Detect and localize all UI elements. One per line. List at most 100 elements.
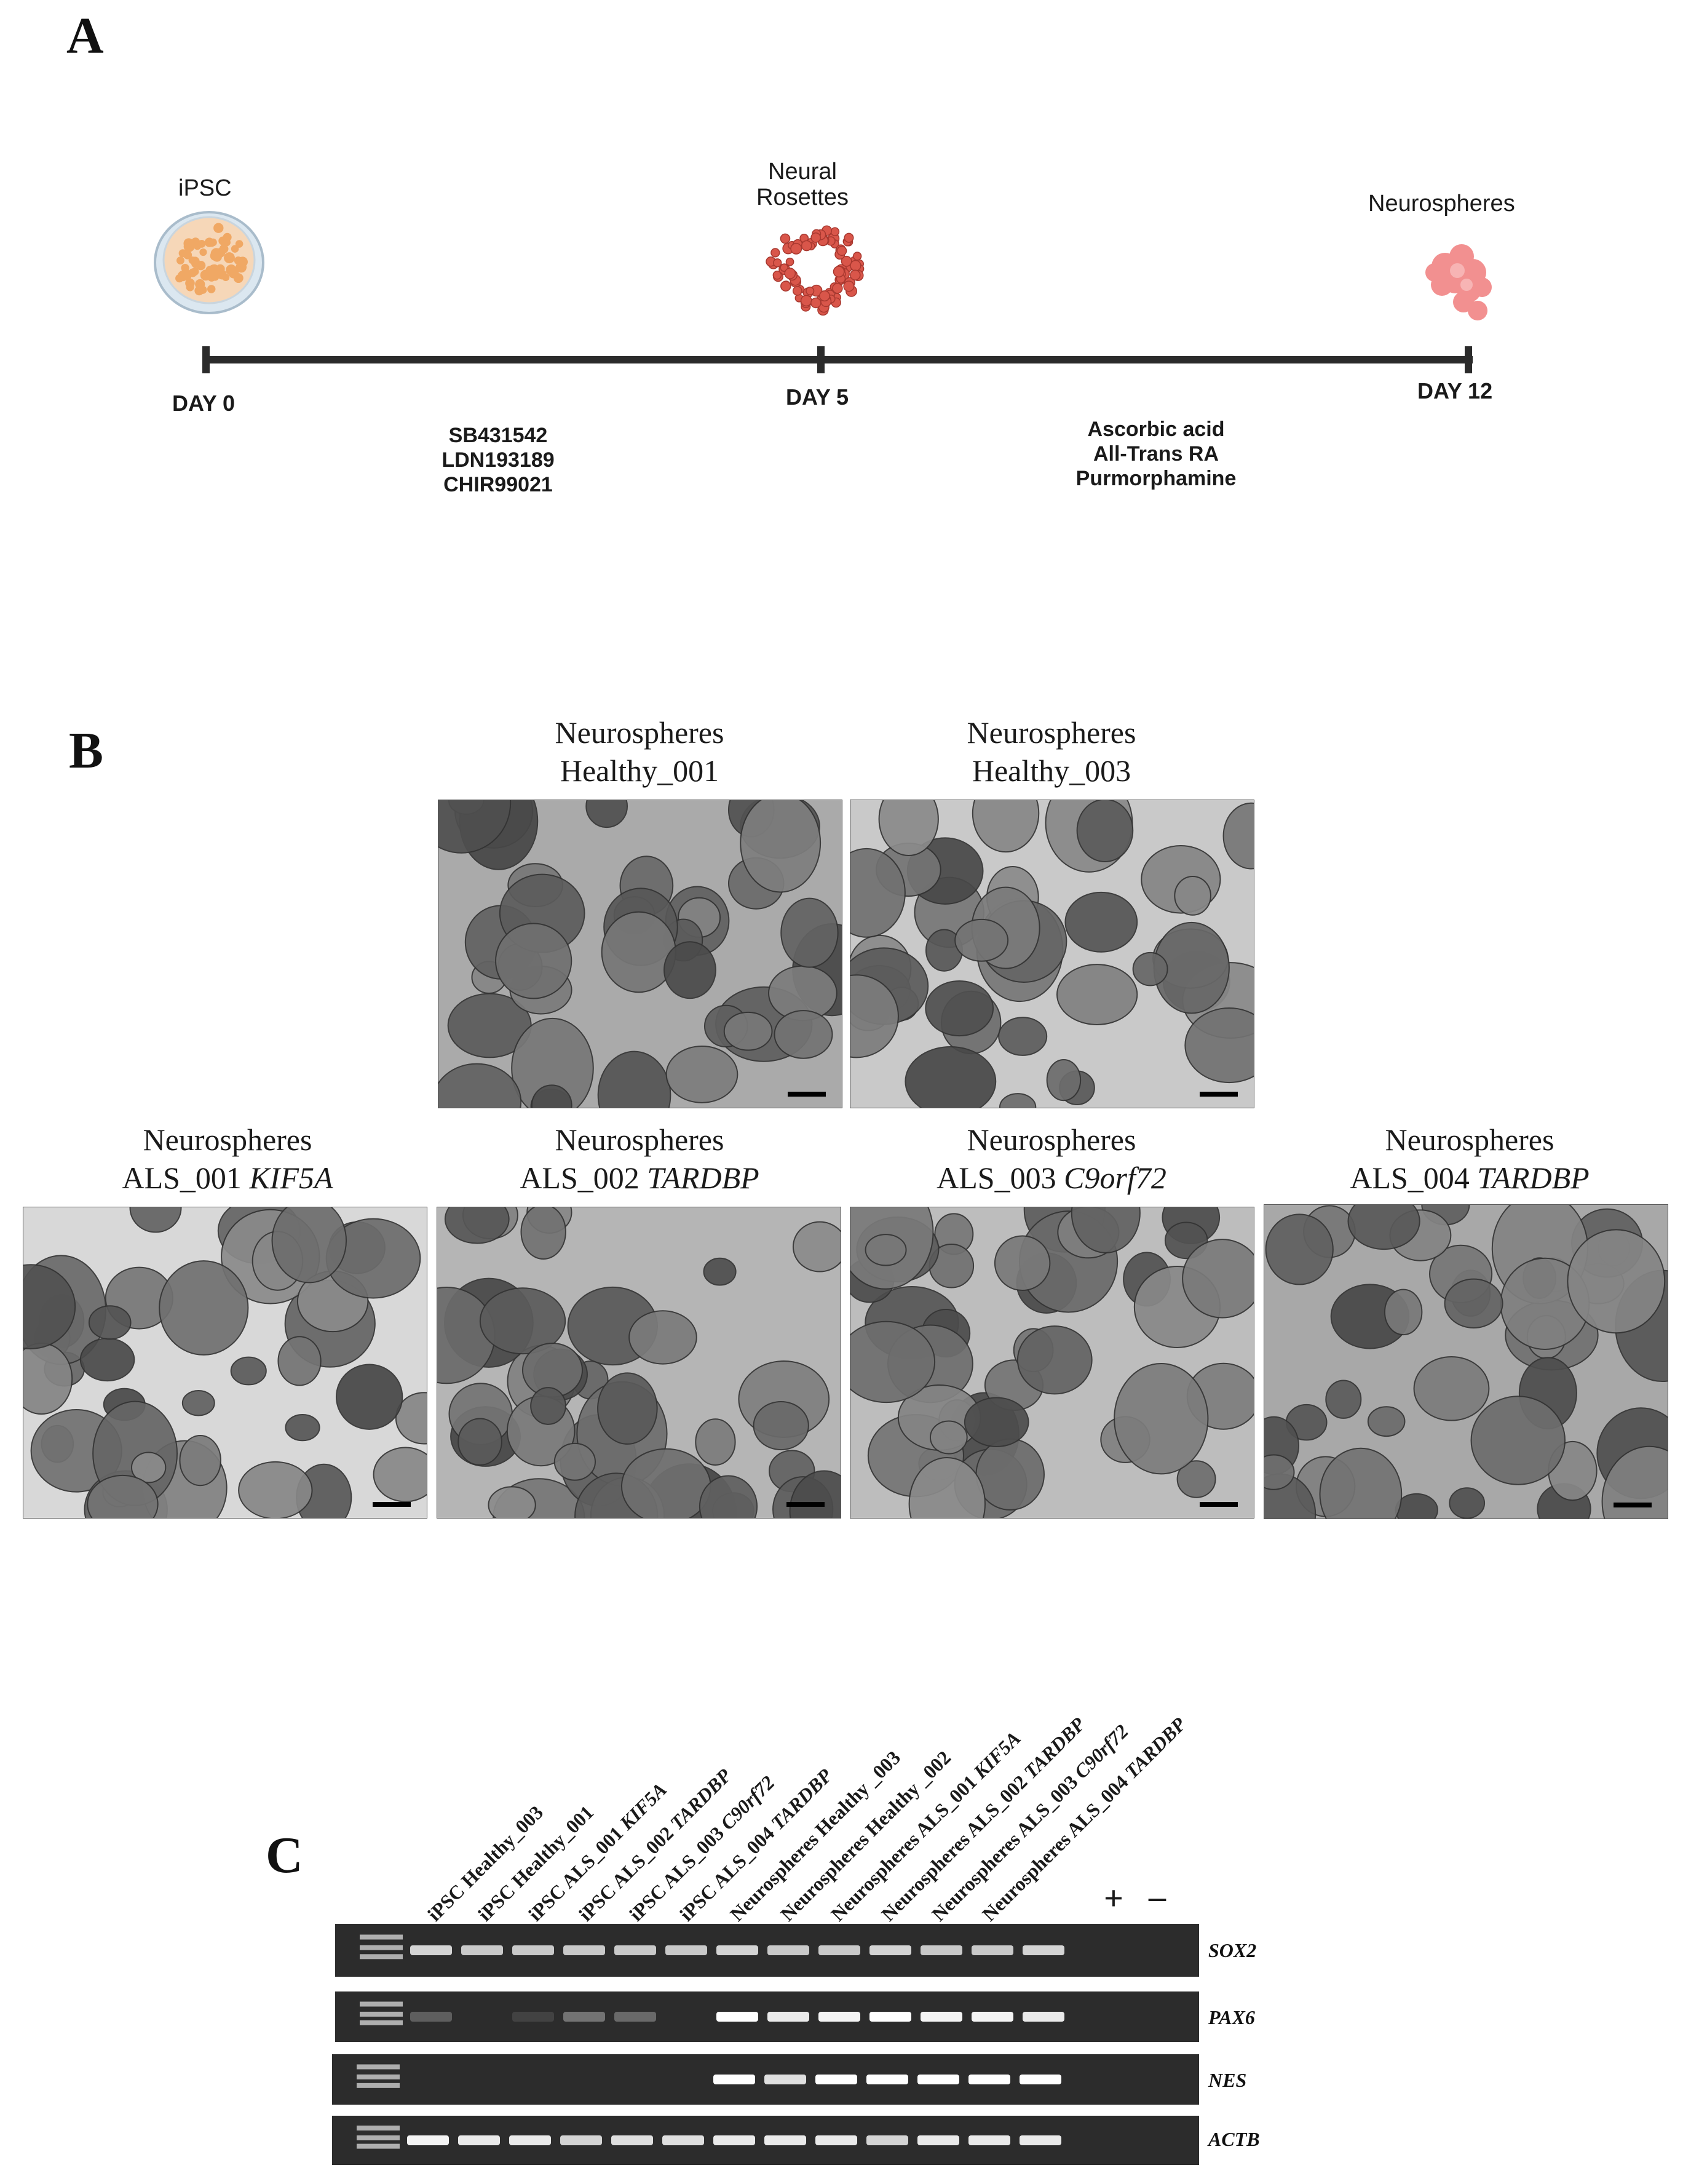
caption-healthy-001-line1: Neurospheres [555, 715, 724, 750]
stage-label-rosettes-1: Neural [768, 159, 837, 185]
gel-band [1020, 2075, 1061, 2084]
caption-als-004-line1: Neurospheres [1385, 1122, 1554, 1157]
gene-label-nes: NES [1208, 2069, 1247, 2091]
positive-control-label: + [1104, 1880, 1123, 1918]
gel-band [968, 2135, 1010, 2145]
micrograph-als-004 [1264, 1204, 1668, 1519]
gel-band [972, 2012, 1013, 2022]
day-label-12: DAY 12 [1417, 378, 1493, 403]
gel-band [917, 2135, 959, 2145]
gel-band [818, 1945, 860, 1955]
gel-row-pax6 [335, 1991, 1199, 2042]
gel-band [1023, 1945, 1064, 1955]
caption-als-004: Neurospheres ALS_004 TARDBP [1261, 1121, 1679, 1197]
caption-healthy-001-id: Healthy_001 [560, 753, 719, 788]
compound-purmorphamine: Purmorphamine [1075, 467, 1237, 490]
gel-band [716, 2012, 758, 2022]
caption-als-002-line1: Neurospheres [555, 1122, 724, 1157]
gel-band [611, 2135, 653, 2145]
caption-als-002-id: ALS_002 [520, 1161, 647, 1195]
gel-band [560, 2135, 602, 2145]
panel-label-b: B [69, 722, 104, 779]
gel-band [614, 1945, 656, 1955]
gel-band [815, 2075, 857, 2084]
gene-label-sox2: SOX2 [1208, 1939, 1257, 1961]
gel-band [458, 2135, 500, 2145]
caption-healthy-003-id: Healthy_003 [972, 753, 1131, 788]
gel-band [917, 2075, 959, 2084]
gel-row-nes [332, 2054, 1199, 2105]
caption-als-002-line2: ALS_002 TARDBP [437, 1159, 842, 1197]
caption-als-003: Neurospheres ALS_003 C9orf72 [849, 1121, 1254, 1197]
gel-row-sox2 [335, 1924, 1199, 1977]
gel-band [512, 1945, 554, 1955]
caption-als-001-id: ALS_001 [122, 1161, 250, 1195]
caption-healthy-003-line1: Neurospheres [967, 715, 1136, 750]
gel-band [818, 2012, 860, 2022]
gel-band [921, 1945, 962, 1955]
gel-row-actb [332, 2116, 1199, 2165]
gel-band [764, 2135, 806, 2145]
compound-list-2: Ascorbic acid All-Trans RA Purmorphamine [1045, 417, 1267, 491]
stage-label-rosettes-2: Rosettes [756, 185, 849, 210]
caption-als-004-line2: ALS_004 TARDBP [1261, 1159, 1679, 1197]
timeline-axis [202, 346, 1473, 373]
gel-band [866, 2075, 908, 2084]
caption-als-003-line1: Neurospheres [967, 1122, 1136, 1157]
stage-label-ipsc: iPSC [178, 175, 232, 201]
ipsc-dish-icon [154, 211, 264, 314]
caption-als-003-id: ALS_003 [937, 1161, 1064, 1195]
gel-lane-label: Neurospheres ALS_003 C90rf72 [927, 1720, 1133, 1926]
caption-als-001-line2: ALS_001 KIF5A [25, 1159, 430, 1197]
compound-ldn193189: LDN193189 [442, 448, 555, 472]
gel-band [767, 1945, 809, 1955]
panel-label-c: C [266, 1827, 303, 1884]
caption-als-001-line1: Neurospheres [143, 1122, 312, 1157]
caption-als-001-gene: KIF5A [249, 1161, 333, 1195]
gel-band [461, 1945, 503, 1955]
caption-als-003-line2: ALS_003 C9orf72 [849, 1159, 1254, 1197]
day-label-0: DAY 0 [172, 391, 236, 416]
micrograph-healthy-001 [438, 800, 842, 1108]
gel-band [968, 2075, 1010, 2084]
caption-als-002-gene: TARDBP [647, 1161, 759, 1195]
compound-ascorbic-acid: Ascorbic acid [1087, 418, 1225, 441]
gel-band [921, 2012, 962, 2022]
micrograph-healthy-003 [850, 800, 1254, 1108]
caption-als-004-id: ALS_004 [1350, 1161, 1478, 1195]
caption-als-001: Neurospheres ALS_001 KIF5A [25, 1121, 430, 1197]
neural-rosette-icon [766, 225, 865, 316]
gel-lane-label: Neurospheres ALS_002 TARDBP [877, 1713, 1090, 1926]
micrograph-als-001 [23, 1207, 427, 1519]
gene-label-pax6: PAX6 [1208, 2006, 1255, 2028]
gel-band [869, 2012, 911, 2022]
stage-label-neurospheres: Neurospheres [1368, 191, 1515, 216]
gel-band [563, 2012, 605, 2022]
gel-band [563, 1945, 605, 1955]
day-label-5: DAY 5 [786, 384, 849, 410]
gel-band [972, 1945, 1013, 1955]
compound-chir99021: CHIR99021 [443, 473, 553, 496]
gel-band [866, 2135, 908, 2145]
compound-list-1: SB431542 LDN193189 CHIR99021 [406, 423, 590, 497]
gel-band [713, 2075, 755, 2084]
gel-band [815, 2135, 857, 2145]
gel-band [662, 2135, 704, 2145]
gel-band [512, 2012, 554, 2022]
negative-control-label: – [1149, 1878, 1166, 1916]
gene-label-actb: ACTB [1208, 2128, 1260, 2150]
micrograph-als-002 [437, 1207, 841, 1519]
caption-als-003-gene: C9orf72 [1064, 1161, 1166, 1195]
micrograph-als-003 [850, 1207, 1254, 1519]
gel-band [767, 2012, 809, 2022]
caption-als-004-gene: TARDBP [1477, 1161, 1590, 1195]
gel-band [410, 1945, 452, 1955]
gel-band [716, 1945, 758, 1955]
caption-healthy-003-line2: Healthy_003 [849, 752, 1254, 790]
compound-sb431542: SB431542 [448, 424, 548, 447]
gel-band [665, 1945, 707, 1955]
caption-healthy-001-line2: Healthy_001 [437, 752, 842, 790]
gel-band [1020, 2135, 1061, 2145]
compound-all-trans-ra: All-Trans RA [1093, 442, 1219, 466]
neurosphere-cluster-icon [1425, 244, 1492, 320]
